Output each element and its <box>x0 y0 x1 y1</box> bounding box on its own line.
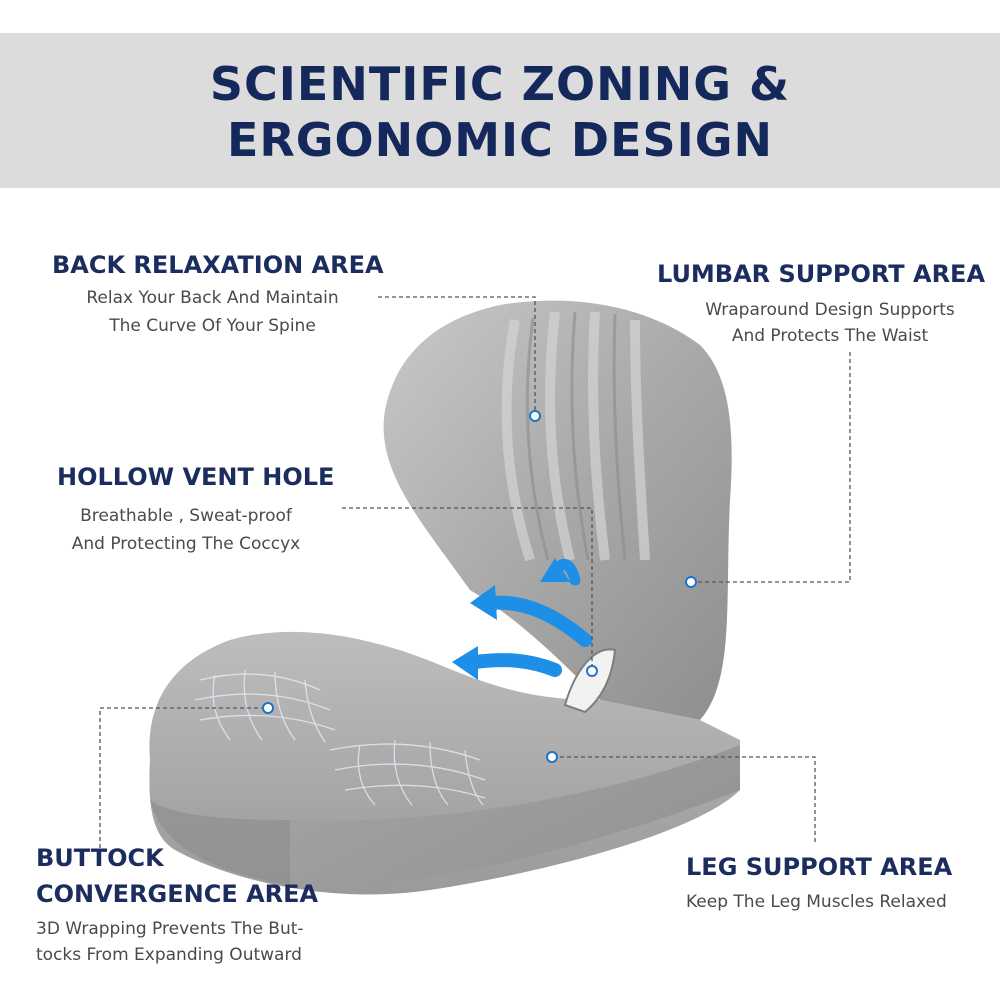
lumbar-support-heading: LUMBAR SUPPORT AREA <box>657 260 986 288</box>
title-banner <box>0 33 1000 188</box>
marker-dot-icon <box>262 410 697 763</box>
vent-hole-heading: HOLLOW VENT HOLE <box>57 463 335 491</box>
seat-mesh-pattern <box>194 669 486 806</box>
vent-hole <box>563 648 617 714</box>
page-title-line1: SCIENTIFIC ZONING & <box>209 57 791 111</box>
backrest-ribs <box>501 311 650 562</box>
back-relaxation-heading: BACK RELAXATION AREA <box>52 251 384 279</box>
vent-hole-desc-line1: Breathable , Sweat-proof <box>80 506 292 526</box>
leg-support-desc-line1: Keep The Leg Muscles Relaxed <box>686 892 947 912</box>
buttock-convergence-heading-line2: CONVERGENCE AREA <box>36 880 319 908</box>
airflow-arrow-icon <box>452 558 592 680</box>
lumbar-support-desc-line2: And Protects The Waist <box>731 326 929 346</box>
buttock-convergence-desc-line1: 3D Wrapping Prevents The But- <box>36 919 304 939</box>
buttock-convergence-heading-line1: BUTTOCK <box>36 844 164 872</box>
callout-leader-lines <box>99 296 851 848</box>
back-relaxation-desc-line2: The Curve Of Your Spine <box>109 316 316 336</box>
leg-support-heading: LEG SUPPORT AREA <box>686 853 953 881</box>
lumbar-support-desc-line1: Wraparound Design Supports <box>705 300 955 320</box>
page-title-line2: ERGONOMIC DESIGN <box>226 113 774 167</box>
buttock-convergence-desc-line2: tocks From Expanding Outward <box>36 945 302 965</box>
back-relaxation-desc-line1: Relax Your Back And Maintain <box>86 288 339 308</box>
vent-hole-desc-line2: And Protecting The Coccyx <box>71 534 301 554</box>
